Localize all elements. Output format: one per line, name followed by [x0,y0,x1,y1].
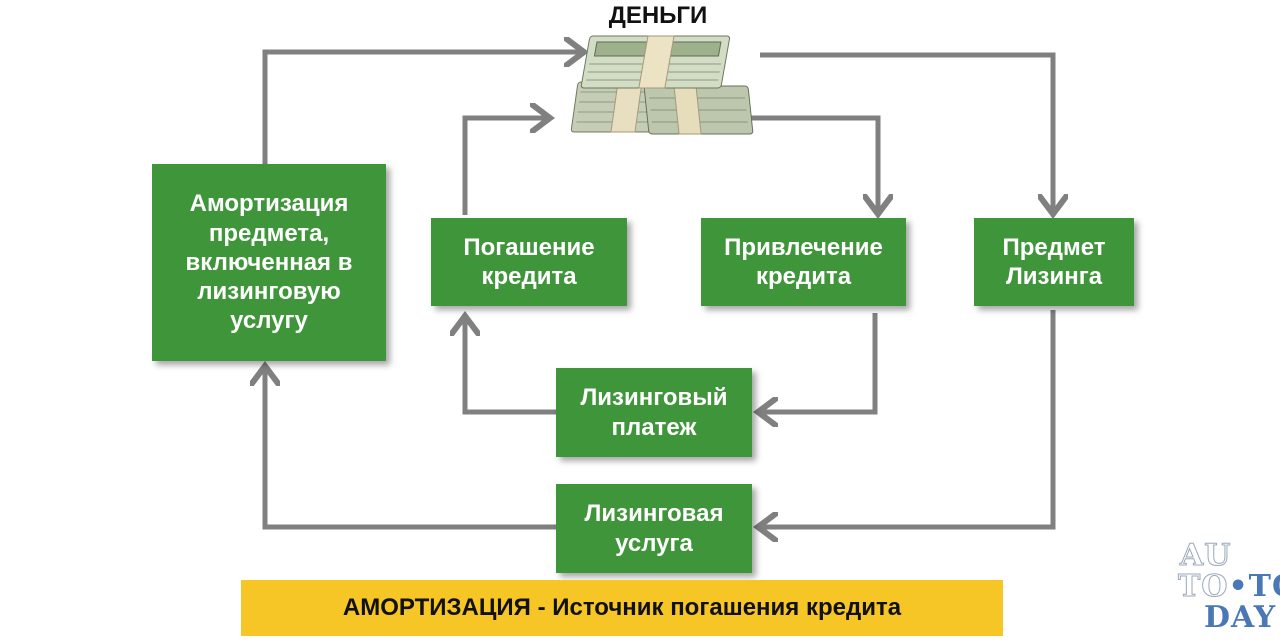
arrow-service-to-amortization [265,370,556,530]
leasing-object-box: Предмет Лизинга [974,218,1134,306]
leasing-service-box: Лизинговая услуга [556,484,752,573]
footer-banner: АМОРТИЗАЦИЯ - Источник погашения кредита [241,580,1003,636]
leasing-payment-box: Лизинговый платеж [556,368,752,457]
arrow-leasing-object-to-service [762,310,1056,527]
loan-raising-box: Привлечение кредита [701,218,906,306]
arrow-amortization-to-money [262,52,580,164]
arrow-money-to-loan-raising [742,115,878,210]
arrow-repayment-to-money [462,118,546,215]
arrow-money-to-leasing-object [760,52,1053,210]
loan-repayment-box: Погашение кредита [431,218,627,306]
arrow-payment-to-repayment [465,320,556,415]
money-label: ДЕНЬГИ [608,2,708,29]
money-stack-icon [570,35,754,135]
amortization-box: Амортизация предмета, включенная в лизин… [152,164,386,361]
arrow-loan-raising-to-payment [762,313,878,412]
